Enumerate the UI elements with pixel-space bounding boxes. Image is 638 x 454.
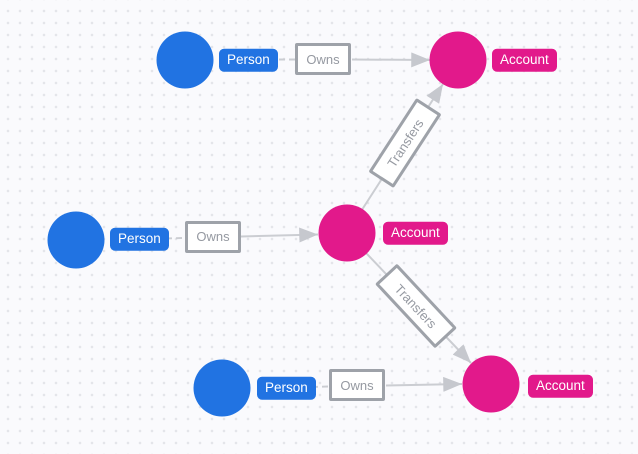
- node-account-2[interactable]: [318, 204, 376, 262]
- node-account-3-label[interactable]: Account: [528, 374, 593, 398]
- node-account-3[interactable]: [462, 355, 520, 413]
- relationship-owns-3-label[interactable]: Owns: [329, 369, 385, 401]
- edge-owns-3-line[interactable]: [385, 376, 463, 392]
- edge-owns-2-line[interactable]: [240, 227, 319, 243]
- node-person-2-label[interactable]: Person: [110, 227, 169, 251]
- node-account-1[interactable]: [429, 31, 487, 89]
- edge-owns-1-line[interactable]: [351, 52, 431, 68]
- relationship-owns-1-label[interactable]: Owns: [295, 43, 351, 75]
- node-account-2-label[interactable]: Account: [383, 221, 448, 245]
- relationship-owns-2-label[interactable]: Owns: [185, 220, 241, 253]
- node-person-3-label[interactable]: Person: [257, 376, 316, 400]
- node-person-1-label[interactable]: Person: [219, 48, 278, 72]
- node-account-1-label[interactable]: Account: [492, 48, 557, 72]
- node-person-2[interactable]: [47, 211, 105, 269]
- node-person-1[interactable]: [156, 31, 214, 89]
- node-person-3[interactable]: [193, 359, 251, 417]
